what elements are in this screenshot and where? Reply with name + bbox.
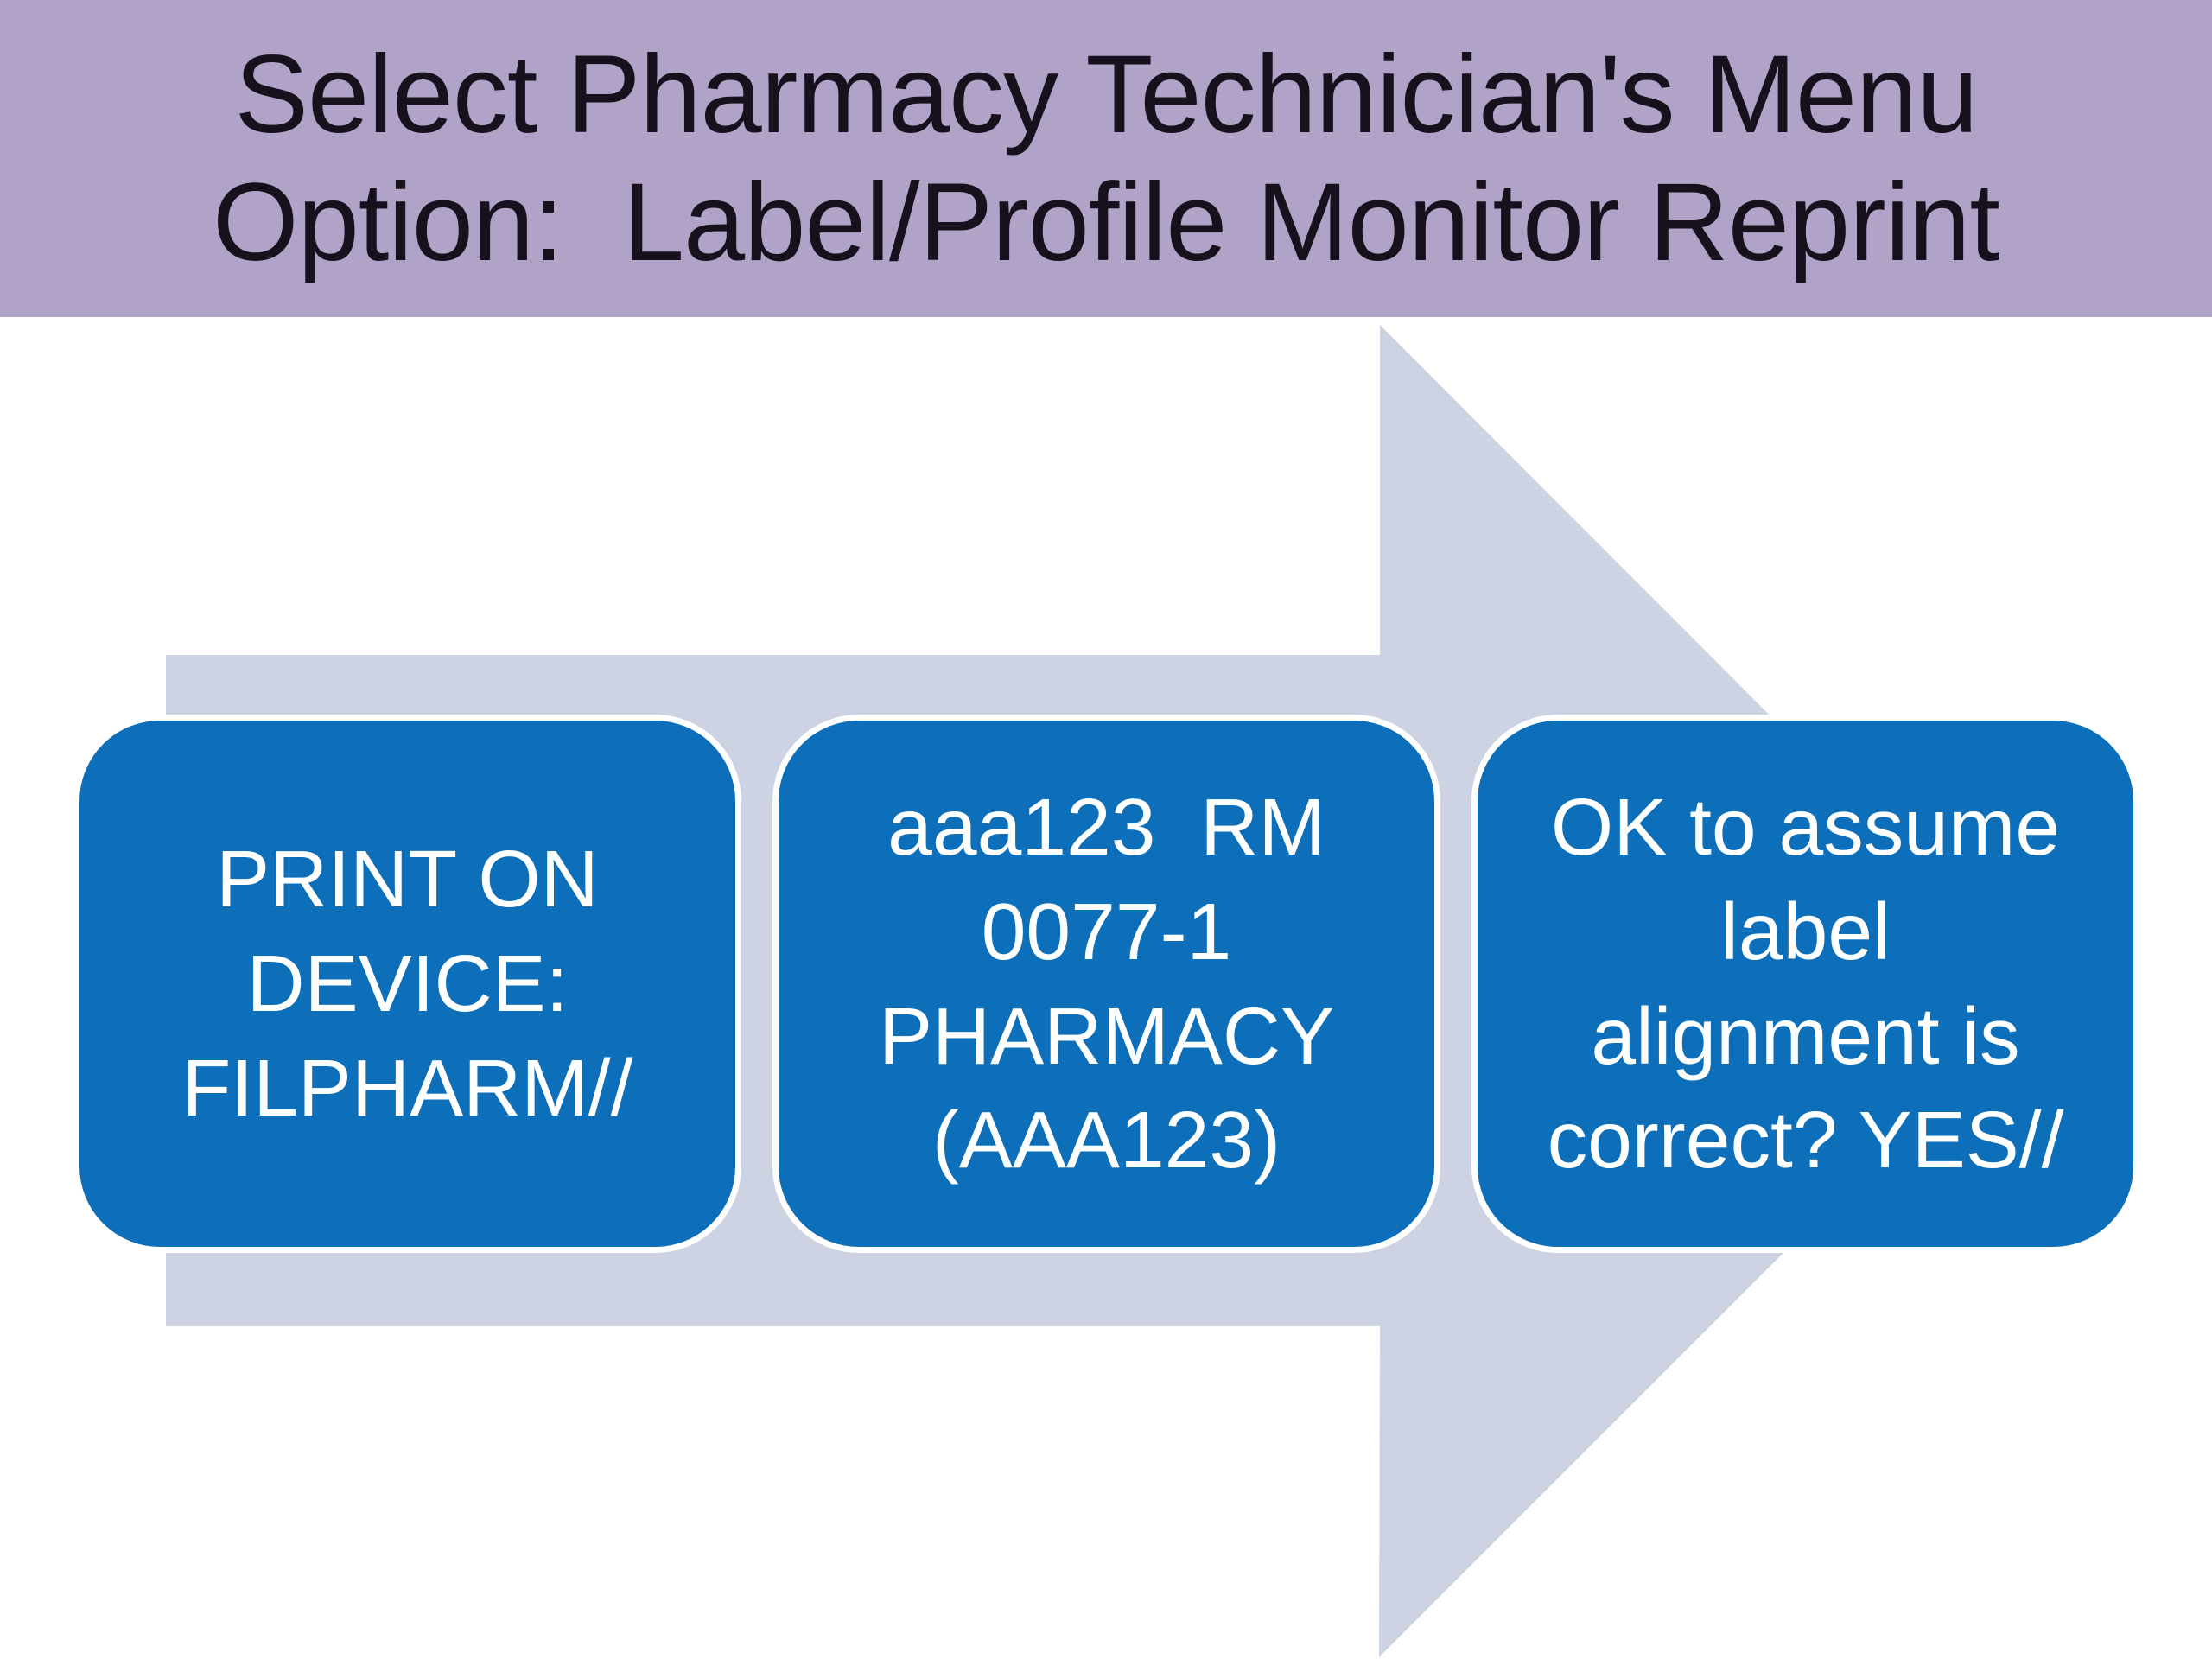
step-label: PRINT ON DEVICE: FILPHARM// [181,834,633,1133]
step-box-label-alignment: OK to assume label alignment is correct?… [1471,715,2139,1253]
step-label: OK to assume label alignment is correct?… [1547,781,2064,1185]
step-label: aaa123 RM 0077-1 PHARMACY (AAA123) [878,781,1335,1185]
step-box-pharmacy-room: aaa123 RM 0077-1 PHARMACY (AAA123) [772,715,1440,1253]
title-bar: Select Pharmacy Technician's Menu Option… [0,0,2212,317]
page-title: Select Pharmacy Technician's Menu Option… [213,33,2000,284]
step-box-print-on-device: PRINT ON DEVICE: FILPHARM// [73,715,741,1253]
